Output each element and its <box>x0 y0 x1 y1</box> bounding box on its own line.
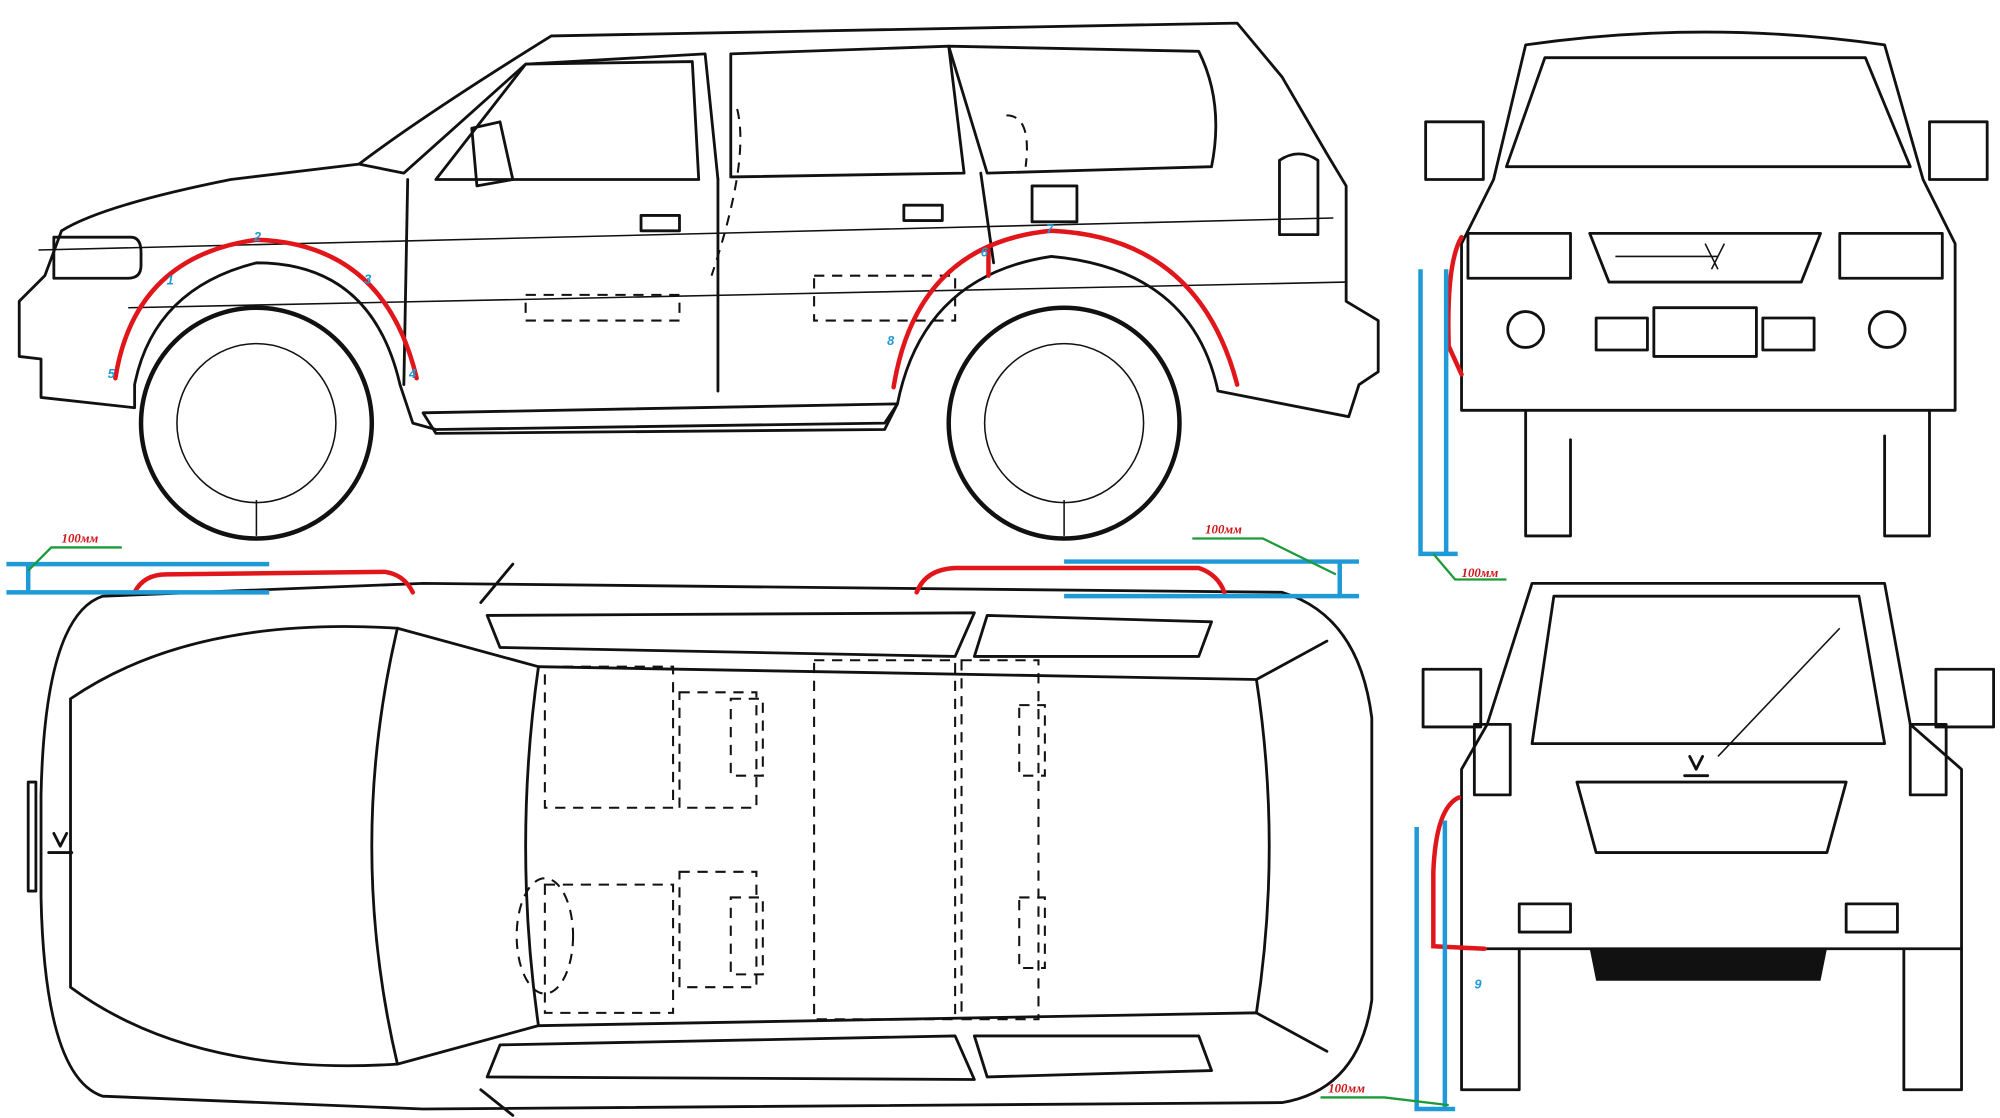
point-label-8: 8 <box>887 333 895 348</box>
top-view <box>6 559 1374 1117</box>
side-view <box>17 21 1380 541</box>
point-label-1: 1 <box>167 273 174 288</box>
point-labels: 1 2 3 4 5 6 7 8 9 <box>108 221 1483 991</box>
dimension-label-top-rear: 100мм <box>1205 522 1242 536</box>
point-label-9: 9 <box>1474 976 1482 991</box>
point-label-2: 2 <box>253 229 261 244</box>
point-label-3: 3 <box>364 271 371 286</box>
point-label-6: 6 <box>981 244 989 259</box>
dimension-label-front-view: 100мм <box>1462 566 1499 580</box>
dimension-label-rear-view: 100мм <box>1328 1081 1365 1095</box>
dimension-annotations: 100мм 100мм 100мм 100мм <box>27 522 1507 1107</box>
dimension-label-top-front: 100мм <box>62 531 99 545</box>
point-label-4: 4 <box>408 366 416 381</box>
front-view <box>1418 30 1989 557</box>
point-label-5: 5 <box>108 366 116 381</box>
point-label-7: 7 <box>1046 221 1054 236</box>
rear-view <box>1414 581 1995 1112</box>
